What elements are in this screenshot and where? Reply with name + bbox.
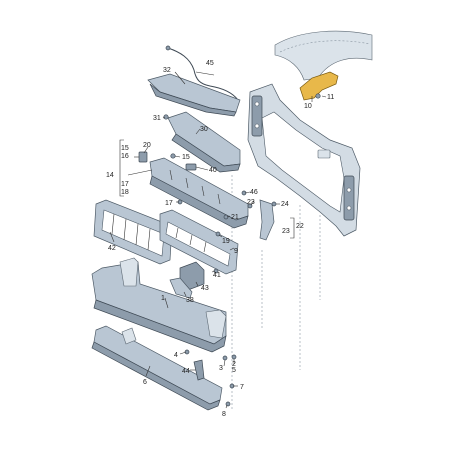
callout-24: 24 bbox=[281, 201, 289, 208]
callout-9: 9 bbox=[234, 248, 238, 255]
release-cable bbox=[167, 47, 239, 101]
callout-1: 1 bbox=[161, 295, 165, 302]
impact-absorber-8 bbox=[91, 325, 223, 411]
callout-17b: 17 bbox=[165, 200, 173, 207]
callout-labels: 45 32 10 11 31 30 15 15 20 16 17 18 14 4… bbox=[106, 60, 334, 418]
callout-7: 7 bbox=[240, 384, 244, 391]
group-bracket-14 bbox=[119, 139, 124, 197]
callout-42: 42 bbox=[108, 245, 116, 252]
callout-15a: 15 bbox=[182, 154, 190, 161]
bracket-24 bbox=[259, 199, 275, 241]
cross-member-ribs bbox=[169, 169, 221, 205]
callout-11: 11 bbox=[327, 94, 334, 101]
clip-20 bbox=[138, 151, 148, 163]
callout-31: 31 bbox=[153, 115, 161, 122]
callout-22: 22 bbox=[296, 223, 304, 230]
callout-18: 18 bbox=[121, 189, 129, 196]
clip-40 bbox=[185, 163, 197, 171]
callout-23a: 23 bbox=[247, 199, 255, 206]
callout-32: 32 bbox=[163, 67, 171, 74]
callout-46: 46 bbox=[250, 189, 258, 196]
screw-24-icon bbox=[271, 201, 277, 207]
callout-30: 30 bbox=[200, 126, 208, 133]
screw-15-icon bbox=[170, 153, 176, 159]
screw-41-icon bbox=[213, 268, 219, 274]
screw-4-icon bbox=[184, 349, 190, 355]
callout-2: 2 bbox=[232, 361, 236, 368]
bracket-38 bbox=[169, 277, 193, 299]
fender-edge bbox=[279, 40, 371, 53]
callout-8: 8 bbox=[222, 411, 226, 418]
callout-41: 41 bbox=[213, 272, 221, 279]
fender bbox=[274, 30, 373, 81]
cable-end-icon bbox=[165, 45, 171, 51]
bumper-bar-1 bbox=[91, 257, 227, 353]
grille-42 bbox=[93, 199, 173, 265]
group-bracket-22 bbox=[290, 217, 295, 239]
callout-40: 40 bbox=[209, 167, 217, 174]
callout-19: 19 bbox=[222, 238, 230, 245]
screw-3-icon bbox=[222, 355, 228, 361]
callout-23b: 23 bbox=[282, 228, 290, 235]
callout-14: 14 bbox=[106, 172, 114, 179]
cooler-frame-9 bbox=[159, 209, 239, 275]
callout-38: 38 bbox=[186, 297, 194, 304]
highlighted-bracket bbox=[299, 71, 339, 101]
callout-43: 43 bbox=[201, 285, 209, 292]
callout-6: 6 bbox=[143, 379, 147, 386]
lock-carrier bbox=[247, 83, 361, 237]
leader-lines bbox=[109, 71, 327, 409]
callout-45: 45 bbox=[206, 60, 214, 67]
callout-4: 4 bbox=[174, 352, 178, 359]
bracket-44 bbox=[193, 359, 205, 381]
callout-16: 16 bbox=[121, 153, 129, 160]
callout-3: 3 bbox=[219, 365, 223, 372]
callout-5: 5 bbox=[232, 367, 236, 374]
screw-5-icon bbox=[231, 354, 237, 360]
callout-17a: 17 bbox=[121, 181, 129, 188]
screw-21-icon bbox=[223, 214, 229, 220]
callout-10: 10 bbox=[304, 103, 312, 110]
bracket-screw-icon bbox=[315, 93, 321, 99]
callout-44: 44 bbox=[182, 368, 190, 375]
callout-15b: 15 bbox=[121, 145, 129, 152]
screw-31-icon bbox=[163, 114, 169, 120]
callout-21: 21 bbox=[231, 214, 239, 221]
callout-20: 20 bbox=[143, 142, 151, 149]
